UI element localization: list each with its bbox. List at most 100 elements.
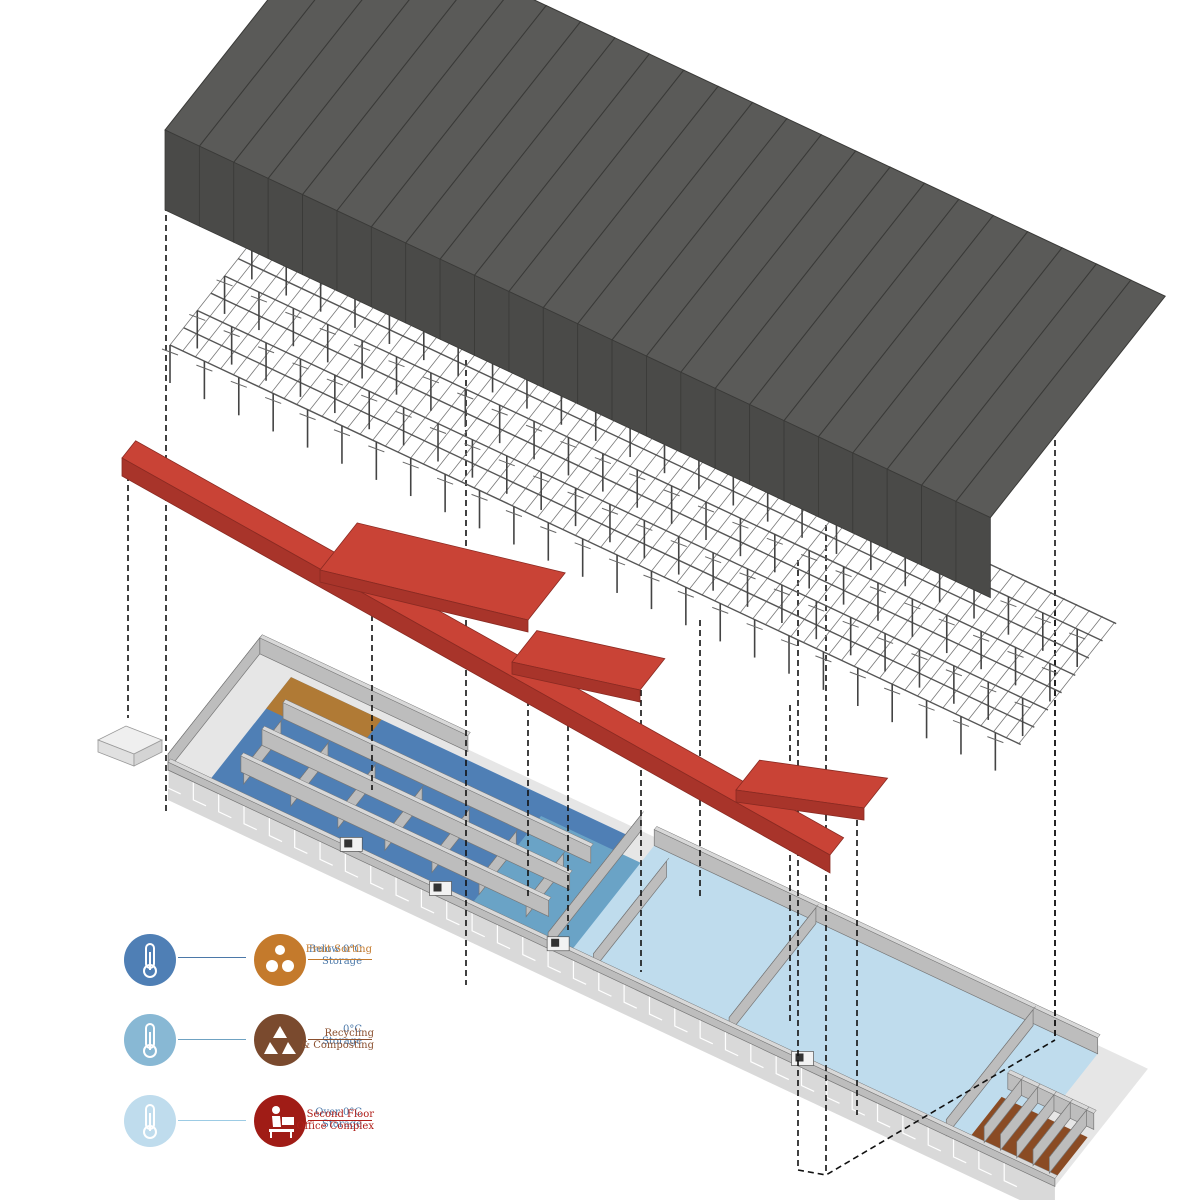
- roof-panel-fascia: [577, 323, 613, 421]
- truss-brace: [464, 443, 481, 451]
- truss-purlin: [942, 586, 1040, 709]
- truss-brace: [422, 376, 440, 384]
- truss-girder: [169, 344, 1021, 746]
- truss-brace: [697, 505, 715, 513]
- roof-panel-fascia: [783, 420, 819, 518]
- truss-brace: [643, 574, 660, 582]
- storage-door-opening: [551, 938, 560, 947]
- storage-divider-top: [547, 811, 644, 933]
- fruit-icon: [254, 934, 306, 986]
- recycle-icon: [254, 1014, 306, 1066]
- roof-panel-fascia: [886, 468, 922, 566]
- stair-step: [674, 1008, 688, 1033]
- legend-connector: [308, 1120, 372, 1121]
- truss-girder: [196, 309, 1049, 711]
- thermometer-icon: [124, 934, 176, 986]
- stair-step: [902, 1115, 916, 1140]
- truss-brace: [677, 590, 695, 598]
- truss-brace: [980, 685, 997, 693]
- truss-brace: [285, 311, 302, 319]
- stair-step: [826, 1079, 840, 1104]
- stair-step: [446, 900, 460, 926]
- truss-brace: [161, 348, 179, 356]
- stair-step: [294, 829, 308, 854]
- storage-divider-top: [728, 904, 819, 1018]
- over-zero-storage: [571, 845, 1098, 1159]
- truss-brace: [250, 295, 268, 303]
- truss-brace: [292, 362, 309, 370]
- stair-step: [623, 984, 638, 1009]
- roof-panel-fascia: [818, 436, 854, 534]
- office-worker-icon: [254, 1095, 306, 1147]
- truss-brace: [457, 392, 474, 400]
- legend-label: Storage: [322, 1119, 362, 1130]
- legend-office: Second Floor Office Complex: [250, 1091, 520, 1161]
- truss-brace: [1014, 701, 1031, 709]
- stair-step: [750, 1043, 764, 1069]
- truss-brace: [491, 408, 508, 416]
- truss-brace: [801, 554, 818, 561]
- stair-step: [243, 805, 257, 831]
- office-slab-a-side: [319, 569, 529, 633]
- truss-brace: [567, 491, 584, 499]
- truss-brace: [525, 424, 543, 432]
- roof-panel-fascia: [508, 290, 544, 389]
- legend-label: Storage: [322, 956, 362, 967]
- roof-panel-fascia: [852, 452, 888, 550]
- stair-step: [572, 960, 587, 985]
- legend-label: Recycling: [324, 1028, 374, 1039]
- legend-label: Below 0°C: [308, 944, 362, 955]
- storage-door-opening: [433, 883, 442, 892]
- stair-step: [395, 877, 409, 902]
- stair-step: [1003, 1162, 1018, 1188]
- truss-brace: [849, 671, 866, 679]
- roof-panel-fascia: [198, 145, 235, 243]
- truss-brace: [835, 570, 852, 578]
- cold-room-partition-top: [282, 699, 594, 848]
- roof-panel-fascia: [955, 500, 991, 599]
- office-cubicle-wall-top: [1049, 1106, 1090, 1158]
- truss-brace: [1041, 667, 1059, 674]
- truss-girder: [183, 327, 1035, 728]
- roof-panel-fascia: [714, 387, 751, 486]
- truss-brace: [196, 364, 213, 372]
- legend-below-zero: Below 0°C Storage: [120, 930, 390, 1000]
- legend-connector: [308, 959, 372, 960]
- legend-label: & Composting: [301, 1040, 374, 1051]
- truss-brace: [911, 653, 928, 661]
- truss-brace: [189, 313, 206, 321]
- truss-brace: [353, 344, 371, 351]
- truss-brace: [498, 459, 515, 467]
- stair-step: [775, 1055, 790, 1081]
- stair-step: [370, 865, 384, 890]
- legend-recycling: Recycling & Composting: [250, 1010, 520, 1080]
- cold-room-partition-top: [240, 752, 552, 901]
- truss-brace: [574, 542, 591, 550]
- back-wall-right-top: [653, 826, 1101, 1039]
- truss-purlin: [955, 591, 1052, 715]
- stair-step: [319, 841, 333, 866]
- guide-line: [797, 1039, 1056, 1176]
- truss-brace: [918, 703, 935, 711]
- truss-brace: [230, 380, 247, 388]
- office-cubicle-wall-top: [1016, 1091, 1057, 1142]
- office-cubicle-wall-top: [1032, 1099, 1073, 1150]
- legend-label: 0°C: [342, 1024, 362, 1035]
- stair-step: [952, 1138, 967, 1164]
- legend-label: Fruit Sorting: [305, 944, 372, 955]
- truss-brace: [732, 521, 749, 529]
- roof-panel-fascia: [921, 484, 957, 583]
- truss-brace: [436, 477, 454, 485]
- office-cubicle-wall-top: [983, 1076, 1025, 1127]
- truss-girder: [210, 292, 1062, 694]
- roof-panel-fascia: [439, 258, 475, 356]
- legend-connector: [178, 1039, 246, 1040]
- roof-panel-fascia: [405, 242, 441, 340]
- cold-room-partition-top: [261, 725, 573, 875]
- front-curb-top: [167, 758, 1058, 1179]
- roof-panel-fascia: [542, 307, 579, 405]
- stair-step: [167, 770, 181, 795]
- truss-brace: [319, 327, 336, 335]
- fruit-icon: [254, 934, 306, 986]
